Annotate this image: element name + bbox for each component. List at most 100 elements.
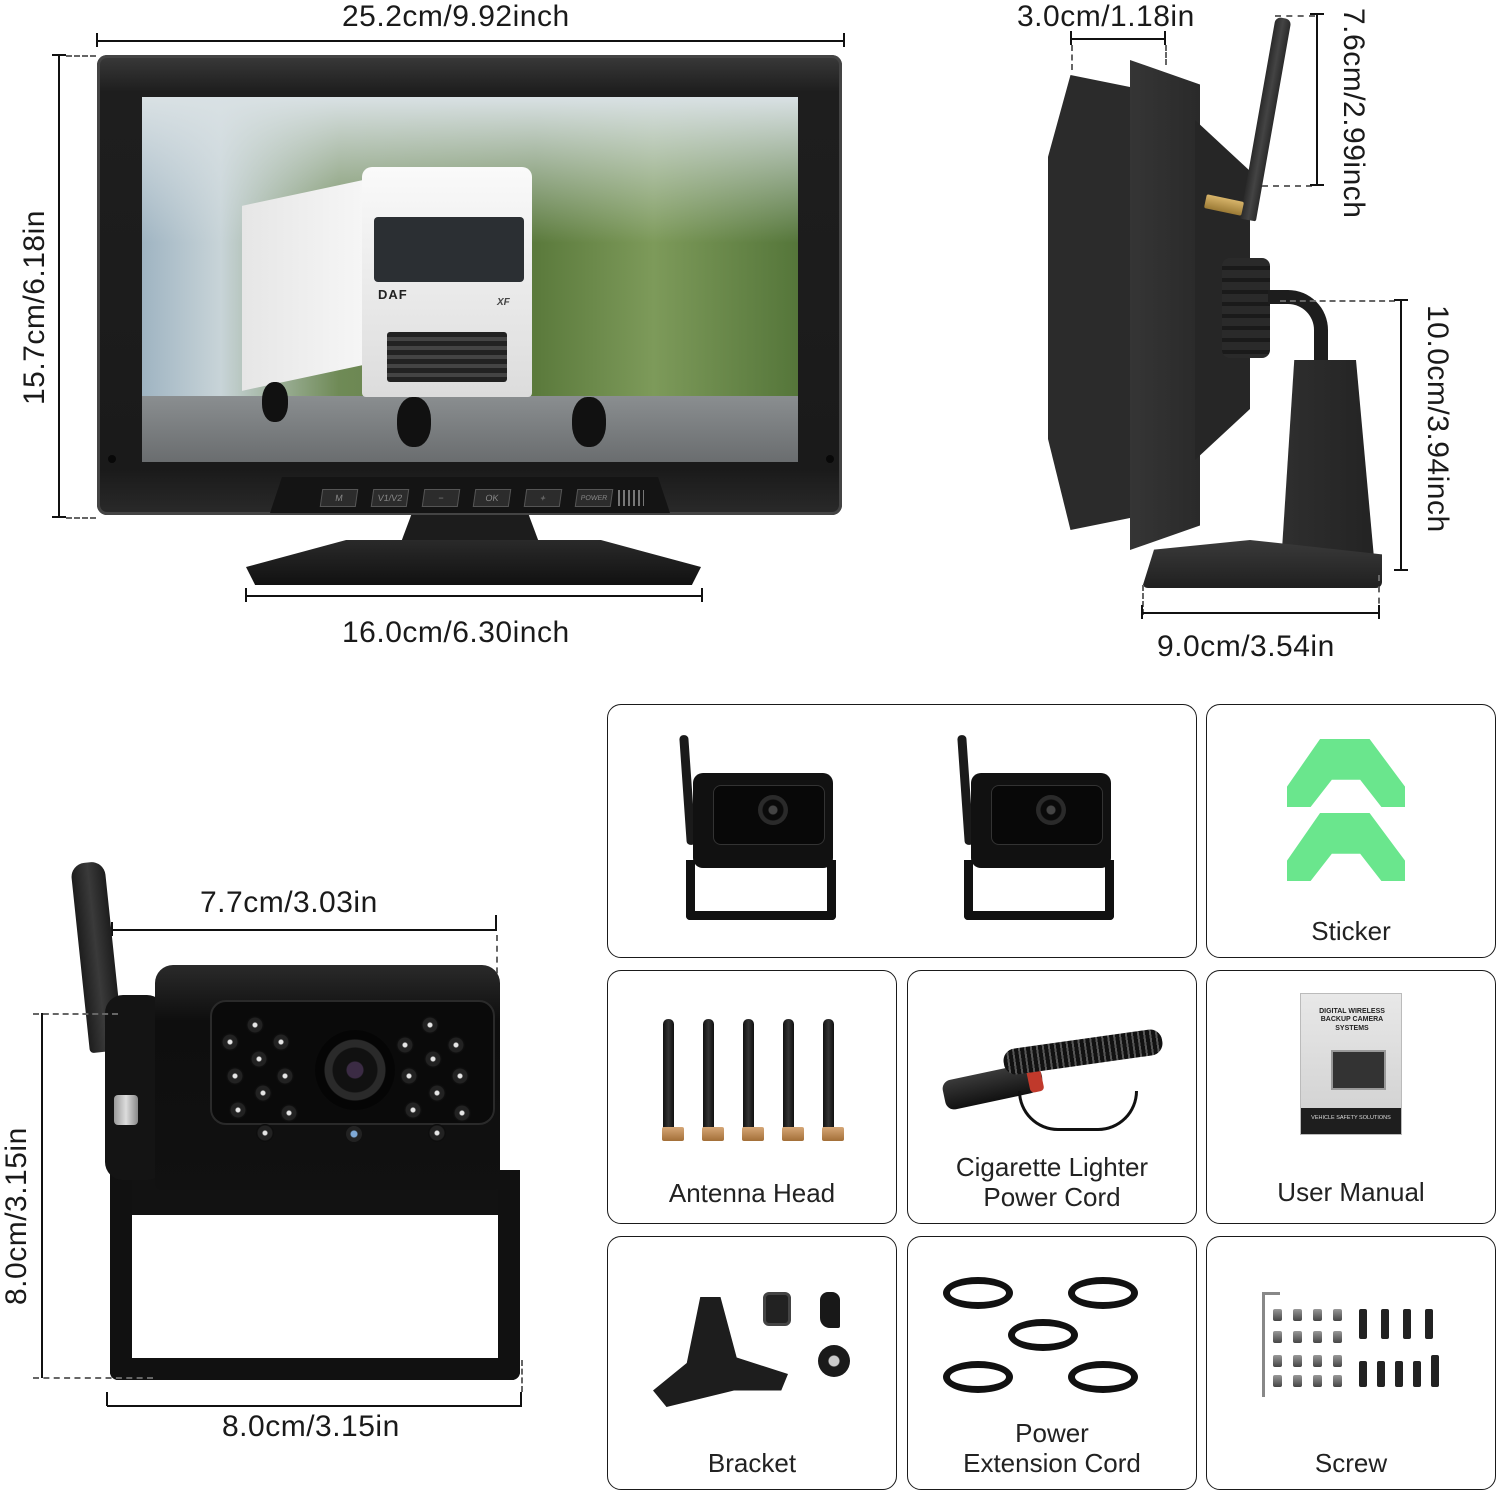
base-depth-tick-left [1141,605,1143,619]
minus-button[interactable]: − [421,489,461,507]
menu-button[interactable]: M [319,489,359,507]
monitor-depth-tick-left [1070,31,1072,45]
small-screw-icon [1313,1355,1322,1367]
sticker-icon [1287,813,1405,881]
small-screw-icon [1333,1309,1342,1321]
screen-road [142,396,798,462]
monitor-depth-guide-left [1071,45,1073,70]
mount-knob [1222,258,1270,358]
monitor-height-tick-top [52,54,66,56]
ir-led-icon [404,1101,422,1119]
screw-label: Screw [1314,1448,1388,1478]
antenna-icon [743,1019,754,1129]
antenna-connector-icon [742,1127,764,1141]
machine-screw-icon [1395,1361,1403,1387]
camera-bracket [686,860,836,920]
small-screw-icon [1313,1331,1322,1343]
cord-wire-icon [1018,1091,1138,1131]
monitor-height-tick-bottom [52,516,66,518]
base-depth-guide-right [1378,575,1380,615]
antenna-connector-icon [782,1127,804,1141]
ir-led-icon [276,1067,294,1085]
stand-tick-bottom [1394,569,1408,571]
camera-height-guide-top [33,1013,118,1015]
ir-led-icon [451,1067,469,1085]
bracket-width-label: 8.0cm/3.15in [222,1410,400,1443]
ir-led-icon [428,1084,446,1102]
small-screw-icon [1313,1309,1322,1321]
sensor-dot-left [108,455,116,463]
user-manual-icon: DIGITAL WIRELESS BACKUP CAMERA SYSTEMS V… [1300,993,1402,1135]
monitor-depth-label: 3.0cm/1.18in [1017,0,1195,33]
v1-v2-button[interactable]: V1/V2 [370,489,410,507]
machine-screw-icon [1431,1355,1439,1387]
plus-button[interactable]: + [523,489,563,507]
camera-height-line [41,1013,43,1378]
base-width-tick-left [245,588,247,602]
cable-coil-icon [1008,1319,1078,1351]
small-screw-icon [1293,1309,1302,1321]
truck-wheel [397,397,431,447]
antenna-height-label: 7.6cm/2.99inch [1337,8,1370,219]
cable-coil-icon [943,1361,1013,1393]
truck-wheel [572,397,606,447]
speaker-vent-icon [618,490,644,506]
antenna-icon [783,1019,794,1129]
truck-windshield [374,217,524,282]
trailer-wheel [262,382,288,422]
antenna-icon [1240,16,1292,222]
camera-height-guide-bottom [33,1377,153,1379]
bracket-width-line [107,1405,522,1407]
monitor-width-line [97,40,845,42]
base-depth-line [1142,612,1380,614]
camera-lens-icon [1036,795,1066,825]
antenna-connector-icon [822,1127,844,1141]
bracket-width-tick-left [106,1392,108,1406]
camera-width-label: 7.7cm/3.03in [200,886,378,919]
antenna-tick-top [1310,13,1324,15]
camera-width-line [112,929,497,931]
monitor-width-tick-left [96,33,98,47]
truck-brand-logo: DAF [378,287,408,302]
accessory-card-cigarette-cord: Cigarette Lighter Power Cord [907,970,1197,1224]
monitor-screen: DAF XF [142,97,798,462]
small-screw-icon [1293,1331,1302,1343]
manual-label: User Manual [1277,1177,1425,1207]
camera-height-label: 8.0cm/3.15in [0,1127,33,1305]
sticker-icon [1287,739,1405,807]
power-button[interactable]: POWER [574,489,614,507]
manual-cover-monitor-icon [1331,1050,1386,1090]
ir-led-icon [221,1033,239,1051]
stand-height-label: 10.0cm/3.94inch [1421,305,1454,533]
bracket-width-tick-right [520,1392,522,1406]
ir-led-icon [447,1036,465,1054]
ir-led-icon [428,1124,446,1142]
ok-button[interactable]: OK [472,489,512,507]
antenna-tick-bottom [1310,184,1324,186]
sticker-label: Sticker [1311,916,1391,946]
base-depth-label: 9.0cm/3.54in [1157,630,1335,663]
accessory-card-bracket: Bracket [607,1236,897,1490]
base-depth-tick-right [1378,605,1380,619]
small-screw-icon [1293,1375,1302,1387]
ir-led-icon [272,1033,290,1051]
cigarette-cord-label-line2: Power Cord [983,1182,1121,1212]
allen-key-icon [1262,1292,1265,1397]
bracket-nut-icon [818,1345,850,1377]
machine-screw-icon [1377,1361,1385,1387]
small-screw-icon [1273,1375,1282,1387]
monitor-side-body [1130,60,1200,550]
ir-led-icon [229,1101,247,1119]
ir-led-icon [421,1016,439,1034]
ir-led-icon [280,1104,298,1122]
light-sensor-icon [346,1126,362,1142]
mount-pillar [1280,360,1375,580]
accessory-card-sticker: Sticker [1206,704,1496,958]
wood-screw-icon [1425,1309,1433,1339]
camera-lens-icon [758,795,788,825]
wood-screw-icon [1381,1309,1389,1339]
monitor-depth-guide-right [1165,45,1167,65]
ir-led-icon [250,1050,268,1068]
cigarette-cord-label-line1: Cigarette Lighter [955,1152,1149,1182]
cable-coil-icon [1068,1277,1138,1309]
